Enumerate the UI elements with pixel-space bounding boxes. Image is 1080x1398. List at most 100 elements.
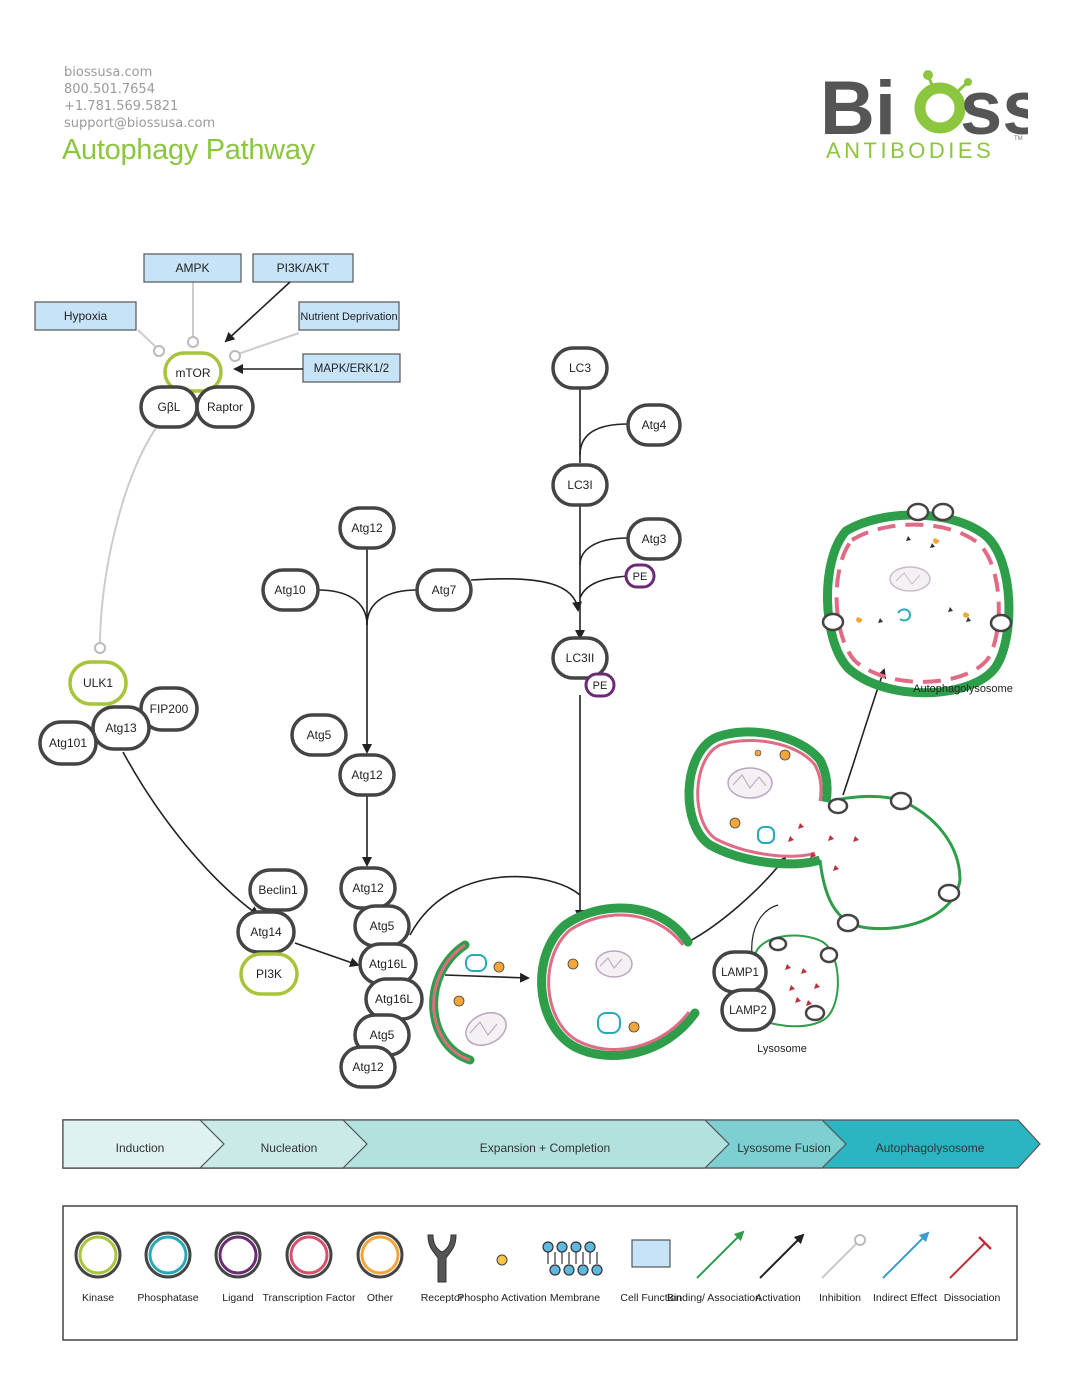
atg10-label: Atg10 — [274, 583, 306, 597]
phosphatase-swatch — [144, 1231, 192, 1279]
lamp2-node — [720, 988, 776, 1032]
atg12-top-node — [338, 506, 396, 550]
activation-arrow-icon — [759, 1233, 805, 1279]
gbl-label: GβL — [158, 400, 181, 414]
legend-receptor-label: Receptor — [421, 1292, 464, 1304]
autophagolysosome-label: Autophagolysosome — [913, 683, 1013, 695]
nutrient-label: Nutrient Deprivation — [300, 311, 397, 323]
legend-phosphatase-label: Phosphatase — [137, 1292, 198, 1304]
atg7-node — [415, 568, 473, 612]
mtor-label: mTOR — [175, 366, 210, 380]
kinase-swatch — [74, 1231, 122, 1279]
stage-lysosome-fusion-label: Lysosome Fusion — [737, 1141, 831, 1155]
email-text: support@biossusa.com — [64, 116, 216, 131]
pi3k-akt-box: PI3K/AKT — [252, 253, 354, 283]
fusion-structure — [684, 727, 962, 933]
contact-info: biossusa.com 800.501.7654 +1.781.569.582… — [64, 64, 215, 132]
atg5-label: Atg5 — [307, 728, 332, 742]
pe-node — [584, 672, 616, 698]
legend: Kinase Phosphatase Ligand Transcription … — [62, 1205, 1018, 1341]
hypoxia-box: Hypoxia — [34, 301, 137, 331]
atg14-label: Atg14 — [250, 925, 282, 939]
raptor-node — [195, 385, 255, 429]
dissociation-icon — [949, 1236, 992, 1279]
atg14-node — [236, 910, 296, 954]
autophagosome — [537, 903, 700, 1061]
atg101-node — [38, 720, 98, 766]
cell-function-swatch — [631, 1239, 671, 1268]
fip200-label: FIP200 — [150, 702, 189, 716]
pi3k-label: PI3K — [256, 967, 282, 981]
legend-cell-function-label: Cell Function — [620, 1292, 681, 1304]
stack-atg5-label: Atg5 — [370, 919, 395, 933]
legend-dissociation-label: Dissociation — [944, 1292, 1001, 1304]
legend-transcription-factor-label: Transcription Factor — [263, 1292, 356, 1304]
atg12-top-label: Atg12 — [351, 521, 383, 535]
atg4-label: Atg4 — [642, 418, 667, 432]
atg101-label: Atg101 — [49, 736, 87, 750]
legend-phospho-label: Phospho Activation — [457, 1292, 546, 1304]
intl-phone-text: +1.781.569.5821 — [64, 99, 179, 114]
atg16l-complex: Atg12 Atg5 Atg16L Atg16L Atg5 Atg12 — [339, 866, 424, 1089]
beclin1-label: Beclin1 — [258, 883, 298, 897]
ligand-swatch — [214, 1231, 262, 1279]
beclin-complex: Beclin1 Atg14 PI3K — [236, 868, 308, 996]
ulk1-label: ULK1 — [83, 676, 113, 690]
lamp1-label: LAMP1 — [721, 967, 759, 979]
nutrient-box: Nutrient Deprivation — [298, 301, 400, 331]
autophagolysosome: Autophagolysosome — [821, 502, 1014, 698]
stack-atg5-label: Atg5 — [370, 1028, 395, 1042]
atg12-mid-label: Atg12 — [351, 768, 383, 782]
lc3ii-node — [551, 636, 609, 680]
stage-expansion-label: Expansion + Completion — [480, 1141, 610, 1155]
atg3-label: Atg3 — [642, 532, 667, 546]
lysosome: LAMP1 LAMP2 Lysosome — [712, 934, 839, 1055]
other-swatch — [356, 1231, 404, 1279]
stack-atg12-label: Atg12 — [352, 881, 384, 895]
pe-node — [624, 563, 656, 589]
pe-label: PE — [633, 571, 648, 583]
legend-indirect-label: Indirect Effect — [873, 1292, 937, 1304]
atg13-node — [91, 705, 151, 751]
logo-ss-text: ss — [960, 66, 1028, 151]
legend-kinase-label: Kinase — [82, 1292, 114, 1304]
legend-ligand-label: Ligand — [222, 1292, 254, 1304]
logo-stem — [954, 80, 970, 95]
atg10-node — [261, 568, 320, 612]
stack-atg16l-label: Atg16L — [369, 957, 407, 971]
logo-bi-text: Bi — [820, 66, 896, 151]
logo-trademark: TM — [1014, 136, 1023, 142]
atg12-mid-node — [338, 753, 396, 797]
bioss-logo: Bi ss ANTIBODIES TM — [820, 66, 1028, 163]
ampk-box: AMPK — [143, 253, 242, 283]
website-text: biossusa.com — [64, 65, 153, 80]
ampk-label: AMPK — [175, 261, 209, 275]
atg13-label: Atg13 — [105, 721, 137, 735]
legend-frame — [62, 1205, 1018, 1341]
logo-o-ring — [914, 82, 966, 134]
mapk-label: MAPK/ERK1/2 — [314, 363, 389, 375]
inhibition-lines — [99, 282, 300, 646]
lc3i-node — [551, 463, 609, 507]
stack-atg12-node — [339, 1045, 397, 1089]
indirect-effect-arrow-icon — [882, 1231, 930, 1279]
legend-binding-label: Binding/ Association — [667, 1292, 761, 1304]
atg5-node — [290, 713, 348, 757]
raptor-label: Raptor — [207, 400, 243, 414]
pi3k-akt-label: PI3K/AKT — [277, 261, 330, 275]
page-title: Autophagy Pathway — [62, 134, 315, 166]
inhibition-icon — [821, 1234, 866, 1279]
lc3-node — [551, 346, 609, 390]
logo-tagline: ANTIBODIES — [826, 138, 994, 163]
lamp2-label: LAMP2 — [729, 1005, 767, 1017]
legend-other-label: Other — [367, 1292, 394, 1304]
legend-membrane-label: Membrane — [550, 1292, 600, 1304]
pe-label: PE — [593, 680, 608, 692]
ulk-complex: ULK1 FIP200 Atg13 Atg101 — [38, 660, 199, 766]
stage-nucleation-label: Nucleation — [261, 1141, 318, 1155]
phone-text: 800.501.7654 — [64, 82, 155, 97]
stack-atg16l-label: Atg16L — [375, 992, 413, 1006]
logo-stem — [926, 74, 936, 91]
stage-bar: Induction Nucleation Expansion + Complet… — [62, 1119, 1041, 1169]
